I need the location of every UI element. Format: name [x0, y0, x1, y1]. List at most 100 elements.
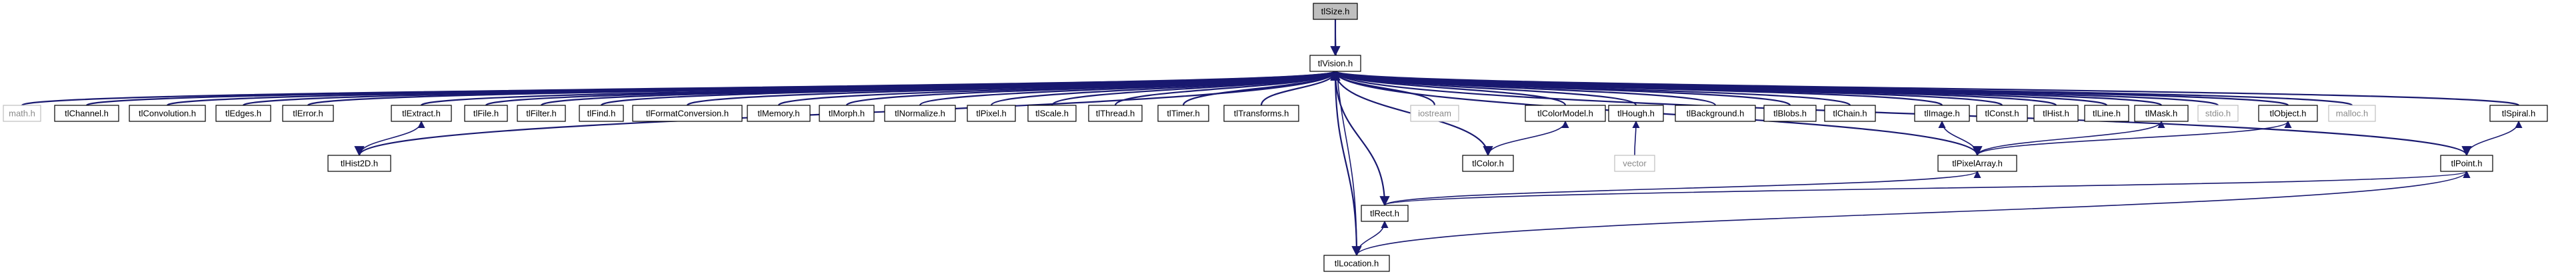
node-box — [2440, 155, 2493, 172]
node-box — [747, 105, 811, 122]
edge-tlvision-h-to-tlerror-h — [307, 70, 1340, 107]
node-tlhough-h[interactable]: tlHough.h — [1608, 105, 1664, 122]
node-tlimage-h[interactable]: tlImage.h — [1914, 105, 1970, 122]
node-box — [2084, 105, 2129, 122]
node-tlmask-h[interactable]: tlMask.h — [2134, 105, 2189, 122]
node-math-h: math.h — [3, 105, 41, 122]
node-box — [327, 155, 391, 172]
node-label: tlChannel.h — [65, 109, 109, 119]
node-box — [391, 105, 452, 122]
node-box — [282, 105, 334, 122]
node-tlformatconversion-h[interactable]: tlFormatConversion.h — [632, 105, 743, 122]
node-tlline-h[interactable]: tlLine.h — [2084, 105, 2129, 122]
node-tlsize-h[interactable]: tlSize.h — [1313, 3, 1358, 20]
node-malloc-h: malloc.h — [2328, 105, 2376, 122]
node-label: tlEdges.h — [225, 109, 261, 119]
node-label: tlMask.h — [2145, 109, 2177, 119]
node-tlextract-h[interactable]: tlExtract.h — [391, 105, 452, 122]
node-box — [632, 105, 743, 122]
node-box — [1361, 205, 1409, 222]
node-label: tlHist.h — [2043, 109, 2069, 119]
node-tlconst-h[interactable]: tlConst.h — [1976, 105, 2028, 122]
edge-tlmask-h-to-tlpixelarray-h — [1977, 120, 2165, 156]
node-tlconvolution-h[interactable]: tlConvolution.h — [129, 105, 206, 122]
node-label: tlFilter.h — [526, 109, 557, 119]
node-box — [2033, 105, 2079, 122]
node-box — [1937, 155, 2017, 172]
node-box — [2197, 105, 2239, 122]
node-tltimer-h[interactable]: tlTimer.h — [1157, 105, 1209, 122]
node-box — [967, 105, 1016, 122]
node-tlcolormodel-h[interactable]: tlColorModel.h — [1525, 105, 1606, 122]
node-tlhist2d-h[interactable]: tlHist2D.h — [327, 155, 391, 172]
node-box — [1410, 105, 1459, 122]
node-tlcolor-h[interactable]: tlColor.h — [1462, 155, 1514, 172]
node-box — [1824, 105, 1876, 122]
node-box — [215, 105, 271, 122]
node-box — [129, 105, 206, 122]
node-label: tlBackground.h — [1687, 109, 1745, 119]
edge-tlrect-h-to-tllocation-h — [1356, 220, 1389, 256]
edge-tlpoint-h-to-tlvision-h — [1334, 71, 2472, 157]
node-tlblobs-h[interactable]: tlBlobs.h — [1763, 105, 1817, 122]
node-tlfile-h[interactable]: tlFile.h — [464, 105, 508, 122]
node-box — [1914, 105, 1970, 122]
node-box — [3, 105, 41, 122]
node-box — [1462, 155, 1514, 172]
node-tltransforms-h[interactable]: tlTransforms.h — [1223, 105, 1299, 122]
node-tlrect-h[interactable]: tlRect.h — [1361, 205, 1409, 222]
node-label: tlVision.h — [1318, 59, 1353, 69]
node-tllocation-h[interactable]: tlLocation.h — [1323, 255, 1390, 272]
node-tlmemory-h[interactable]: tlMemory.h — [747, 105, 811, 122]
node-box — [819, 105, 875, 122]
node-tlfind-h[interactable]: tlFind.h — [579, 105, 624, 122]
node-label: tlPoint.h — [2451, 159, 2483, 169]
node-label: tlPixel.h — [976, 109, 1007, 119]
node-box — [1608, 105, 1664, 122]
node-tlmorph-h[interactable]: tlMorph.h — [819, 105, 875, 122]
node-label: tlConst.h — [1985, 109, 2019, 119]
node-tlbackground-h[interactable]: tlBackground.h — [1675, 105, 1756, 122]
node-label: tlFormatConversion.h — [646, 109, 729, 119]
node-tlhist-h[interactable]: tlHist.h — [2033, 105, 2079, 122]
node-box — [1976, 105, 2028, 122]
node-tlthread-h[interactable]: tlThread.h — [1088, 105, 1143, 122]
node-tlchain-h[interactable]: tlChain.h — [1824, 105, 1876, 122]
node-tlchannel-h[interactable]: tlChannel.h — [54, 105, 119, 122]
edge-tlpoint-h-to-tlrect-h — [1384, 170, 2470, 206]
node-label: tlLocation.h — [1335, 259, 1379, 269]
node-label: tlSize.h — [1321, 7, 1350, 17]
node-tlpixelarray-h[interactable]: tlPixelArray.h — [1937, 155, 2017, 172]
node-tlpoint-h[interactable]: tlPoint.h — [2440, 155, 2493, 172]
node-tlpixel-h[interactable]: tlPixel.h — [967, 105, 1016, 122]
node-box — [1614, 155, 1655, 172]
node-label: tlColor.h — [1472, 159, 1504, 169]
node-tlerror-h[interactable]: tlError.h — [282, 105, 334, 122]
node-tlvision-h[interactable]: tlVision.h — [1309, 55, 1361, 72]
node-box — [1525, 105, 1606, 122]
node-box — [1309, 55, 1361, 72]
node-tlscale-h[interactable]: tlScale.h — [1027, 105, 1077, 122]
node-box — [464, 105, 508, 122]
node-box — [1763, 105, 1817, 122]
node-box — [884, 105, 956, 122]
edge-tlrect-h-to-tlvision-h — [1334, 71, 1390, 207]
node-tlnormalize-h[interactable]: tlNormalize.h — [884, 105, 956, 122]
node-label: tlTransforms.h — [1234, 109, 1289, 119]
node-tlfilter-h[interactable]: tlFilter.h — [517, 105, 566, 122]
node-tlobject-h[interactable]: tlObject.h — [2258, 105, 2318, 122]
node-tledges-h[interactable]: tlEdges.h — [215, 105, 271, 122]
edge-tlimage-h-to-tlpixelarray-h — [1938, 120, 1978, 156]
node-box — [579, 105, 624, 122]
node-stdio-h: stdio.h — [2197, 105, 2239, 122]
node-label: tlRect.h — [1370, 209, 1399, 219]
node-tlspiral-h[interactable]: tlSpiral.h — [2489, 105, 2548, 122]
node-label: vector — [1623, 159, 1647, 169]
edge-tlhough-h-to-vector — [1632, 120, 1640, 156]
edge-tlvision-h-to-tlhough-h — [1330, 70, 1637, 107]
nodes-layer: tlSize.h tlVision.h math.h tlChannel.h tlCon… — [3, 3, 2548, 272]
edge-tllocation-h-to-tlvision-h — [1334, 71, 1362, 257]
node-label: tlBlobs.h — [1773, 109, 1807, 119]
node-label: tlLine.h — [2093, 109, 2121, 119]
